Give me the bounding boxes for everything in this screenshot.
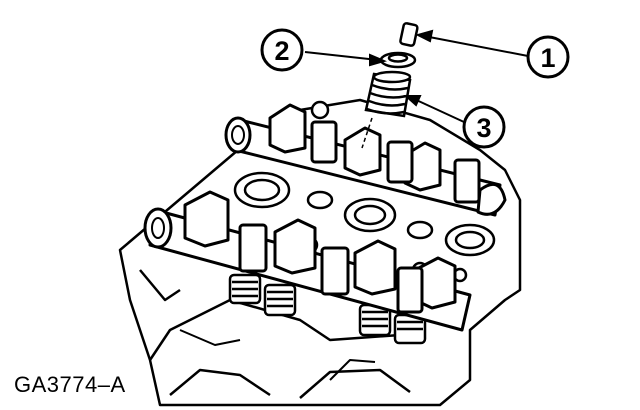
figure-code: GA3774–A [14,372,126,397]
lower-camshaft [143,190,472,332]
leader-lines [304,29,529,123]
svg-text:3: 3 [476,113,491,143]
valve-spring [364,70,412,118]
svg-text:1: 1 [540,43,555,73]
callout-3: 3 [462,105,506,149]
valve-spring-retainer [379,51,417,69]
valve-keeper [399,22,419,47]
callout-1: 1 [526,35,570,79]
spring-axis-line [361,117,373,149]
svg-text:2: 2 [274,36,289,66]
callout-2: 2 [260,28,304,72]
upper-camshaft [224,103,507,217]
